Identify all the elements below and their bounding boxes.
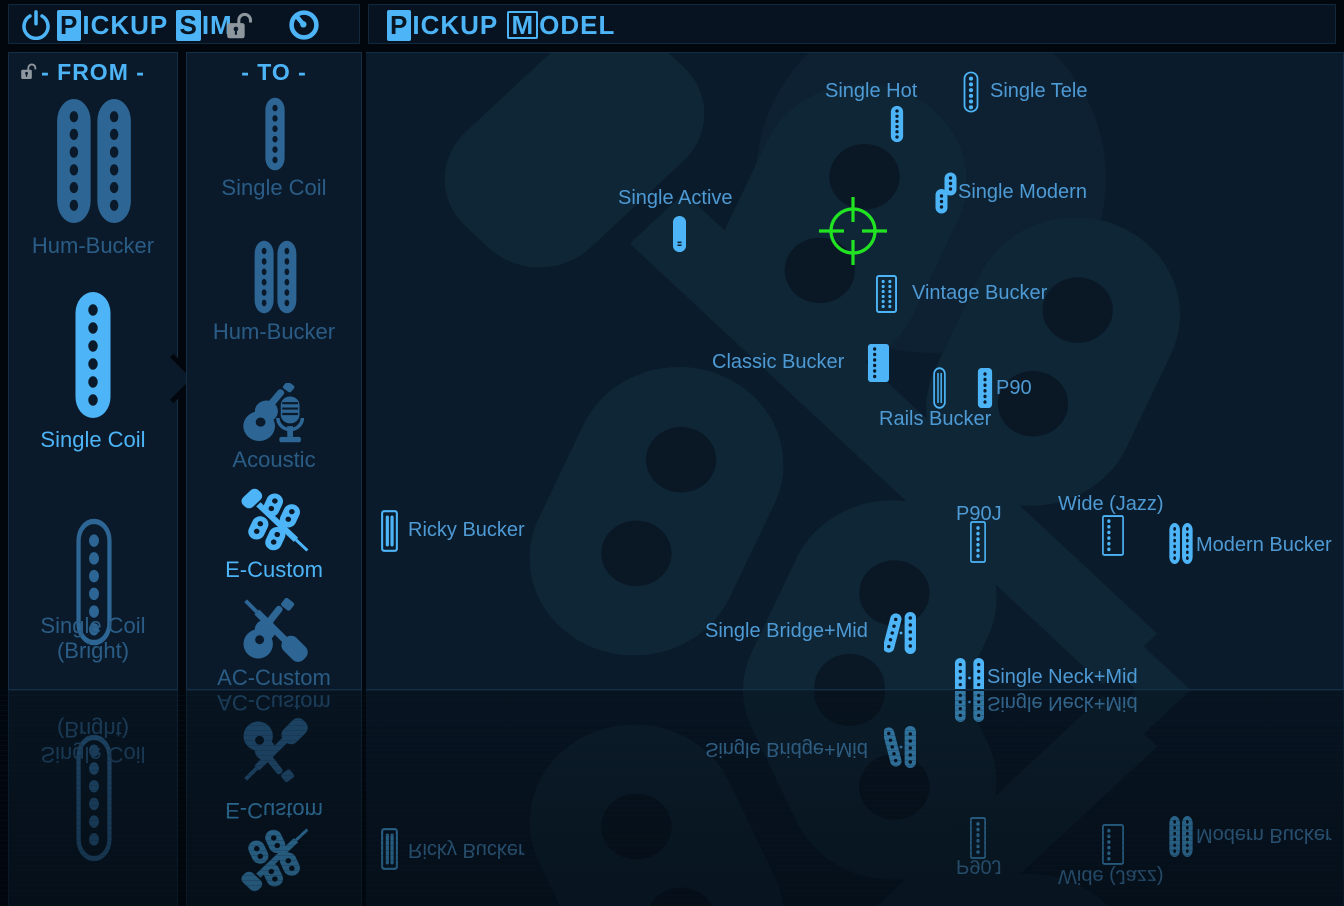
to-panel: - TO - Single Coil Hum-Bucker Acoustic E… xyxy=(186,52,362,690)
to-item-acoustic[interactable]: Acoustic xyxy=(232,447,316,472)
double-rail-outline-icon xyxy=(381,828,398,870)
to-item-ac-custom[interactable]: AC-Custom xyxy=(217,665,331,690)
marker-label[interactable]: Rails Bucker xyxy=(879,408,992,430)
knob-icon[interactable] xyxy=(287,9,321,41)
wide-filled-icon[interactable] xyxy=(867,343,890,383)
single-coil-outline-icon[interactable] xyxy=(963,71,979,113)
e-custom-icon xyxy=(240,827,310,893)
wide-outline-icon xyxy=(1102,824,1124,865)
double-rail-outline-icon[interactable] xyxy=(381,510,398,552)
wide-outline-icon[interactable] xyxy=(1102,515,1124,556)
to-item-single-coil[interactable]: Single Coil xyxy=(221,175,327,200)
single-coil-icon[interactable] xyxy=(264,96,286,172)
marker-label[interactable]: Single Neck+Mid xyxy=(987,666,1138,688)
pickup-model-map: Single Hot Single Tele Single Active Sin… xyxy=(366,52,1344,690)
from-item-single-coil[interactable]: Single Coil xyxy=(40,427,146,452)
from-panel-title: - FROM - xyxy=(41,59,145,85)
to-panel: - TO - Single Coil Hum-Bucker Acoustic E… xyxy=(186,690,362,906)
marker-label: Single Neck+Mid xyxy=(987,692,1138,714)
rails-pill-icon[interactable] xyxy=(933,367,946,409)
from-item-single-coil-bright[interactable]: Single Coil (Bright) xyxy=(40,613,146,663)
p90-outline-icon xyxy=(970,817,986,859)
single-coil-solid-icon[interactable] xyxy=(672,215,687,253)
p90-outline-icon[interactable] xyxy=(970,521,986,563)
from-panel: - FROM - Hum-Bucker Single Coil Single C… xyxy=(8,52,199,690)
ac-custom-icon xyxy=(240,718,310,782)
marker-label[interactable]: Classic Bucker xyxy=(712,351,845,373)
to-item-humbucker[interactable]: Hum-Bucker xyxy=(212,319,336,344)
ac-custom-icon[interactable] xyxy=(240,598,310,662)
marker-label: Single Bridge+Mid xyxy=(705,738,868,760)
humbucker-outline-icon[interactable] xyxy=(876,275,897,313)
marker-label[interactable]: P90 xyxy=(996,377,1032,399)
humbucker-icon[interactable] xyxy=(254,239,297,315)
marker-label[interactable]: Modern Bucker xyxy=(1196,534,1332,556)
marker-label[interactable]: Single Active xyxy=(618,187,733,209)
marker-label: Ricky Bucker xyxy=(408,839,525,861)
humbucker-icon[interactable] xyxy=(56,96,132,226)
from-item-humbucker[interactable]: Hum-Bucker xyxy=(31,233,155,258)
pair-straight-icon[interactable] xyxy=(954,657,985,690)
single-coil-split-icon[interactable] xyxy=(935,172,957,214)
screwdriver-pickups-watermark xyxy=(426,52,1306,690)
p90-filled-icon[interactable] xyxy=(977,367,993,409)
single-coil-filled-icon[interactable] xyxy=(890,105,904,143)
to-item-e-custom: E-Custom xyxy=(225,798,323,823)
to-item-e-custom[interactable]: E-Custom xyxy=(225,557,323,582)
to-panel-title: - TO - xyxy=(241,59,307,85)
screwdriver-pickups-watermark xyxy=(426,690,1306,906)
pair-straight-icon xyxy=(954,690,985,723)
marker-label[interactable]: Single Tele xyxy=(990,80,1088,102)
marker-label[interactable]: Single Modern xyxy=(958,181,1087,203)
to-item-ac-custom: AC-Custom xyxy=(217,690,331,715)
from-item-single-coil-bright: Single Coil (Bright) xyxy=(40,717,146,767)
humbucker-filled-icon xyxy=(1169,815,1193,858)
marker-label[interactable]: Single Hot xyxy=(825,80,918,102)
power-icon[interactable] xyxy=(21,10,51,40)
marker-label[interactable]: P90J xyxy=(956,503,1002,525)
marker-label[interactable]: Single Bridge+Mid xyxy=(705,620,868,642)
e-custom-icon[interactable] xyxy=(240,487,310,553)
unlocked-padlock-icon[interactable] xyxy=(223,12,257,40)
pair-slanted-icon[interactable] xyxy=(884,611,917,655)
marker-label[interactable]: Vintage Bucker xyxy=(912,282,1048,304)
pickup-model-map: Single Hot Single Tele Single Active Sin… xyxy=(366,690,1344,906)
marker-label: Modern Bucker xyxy=(1196,824,1332,846)
marker-label[interactable]: Ricky Bucker xyxy=(408,519,525,541)
humbucker-filled-icon[interactable] xyxy=(1169,522,1193,565)
from-panel: - FROM - Hum-Bucker Single Coil Single C… xyxy=(8,690,178,906)
acoustic-guitar-mic-icon[interactable] xyxy=(239,383,311,445)
marker-label: Wide (Jazz) xyxy=(1058,865,1164,887)
single-coil-icon[interactable] xyxy=(73,289,113,421)
target-crosshair-cursor[interactable] xyxy=(817,195,889,267)
marker-label[interactable]: Wide (Jazz) xyxy=(1058,493,1164,515)
pair-slanted-icon xyxy=(884,725,917,769)
